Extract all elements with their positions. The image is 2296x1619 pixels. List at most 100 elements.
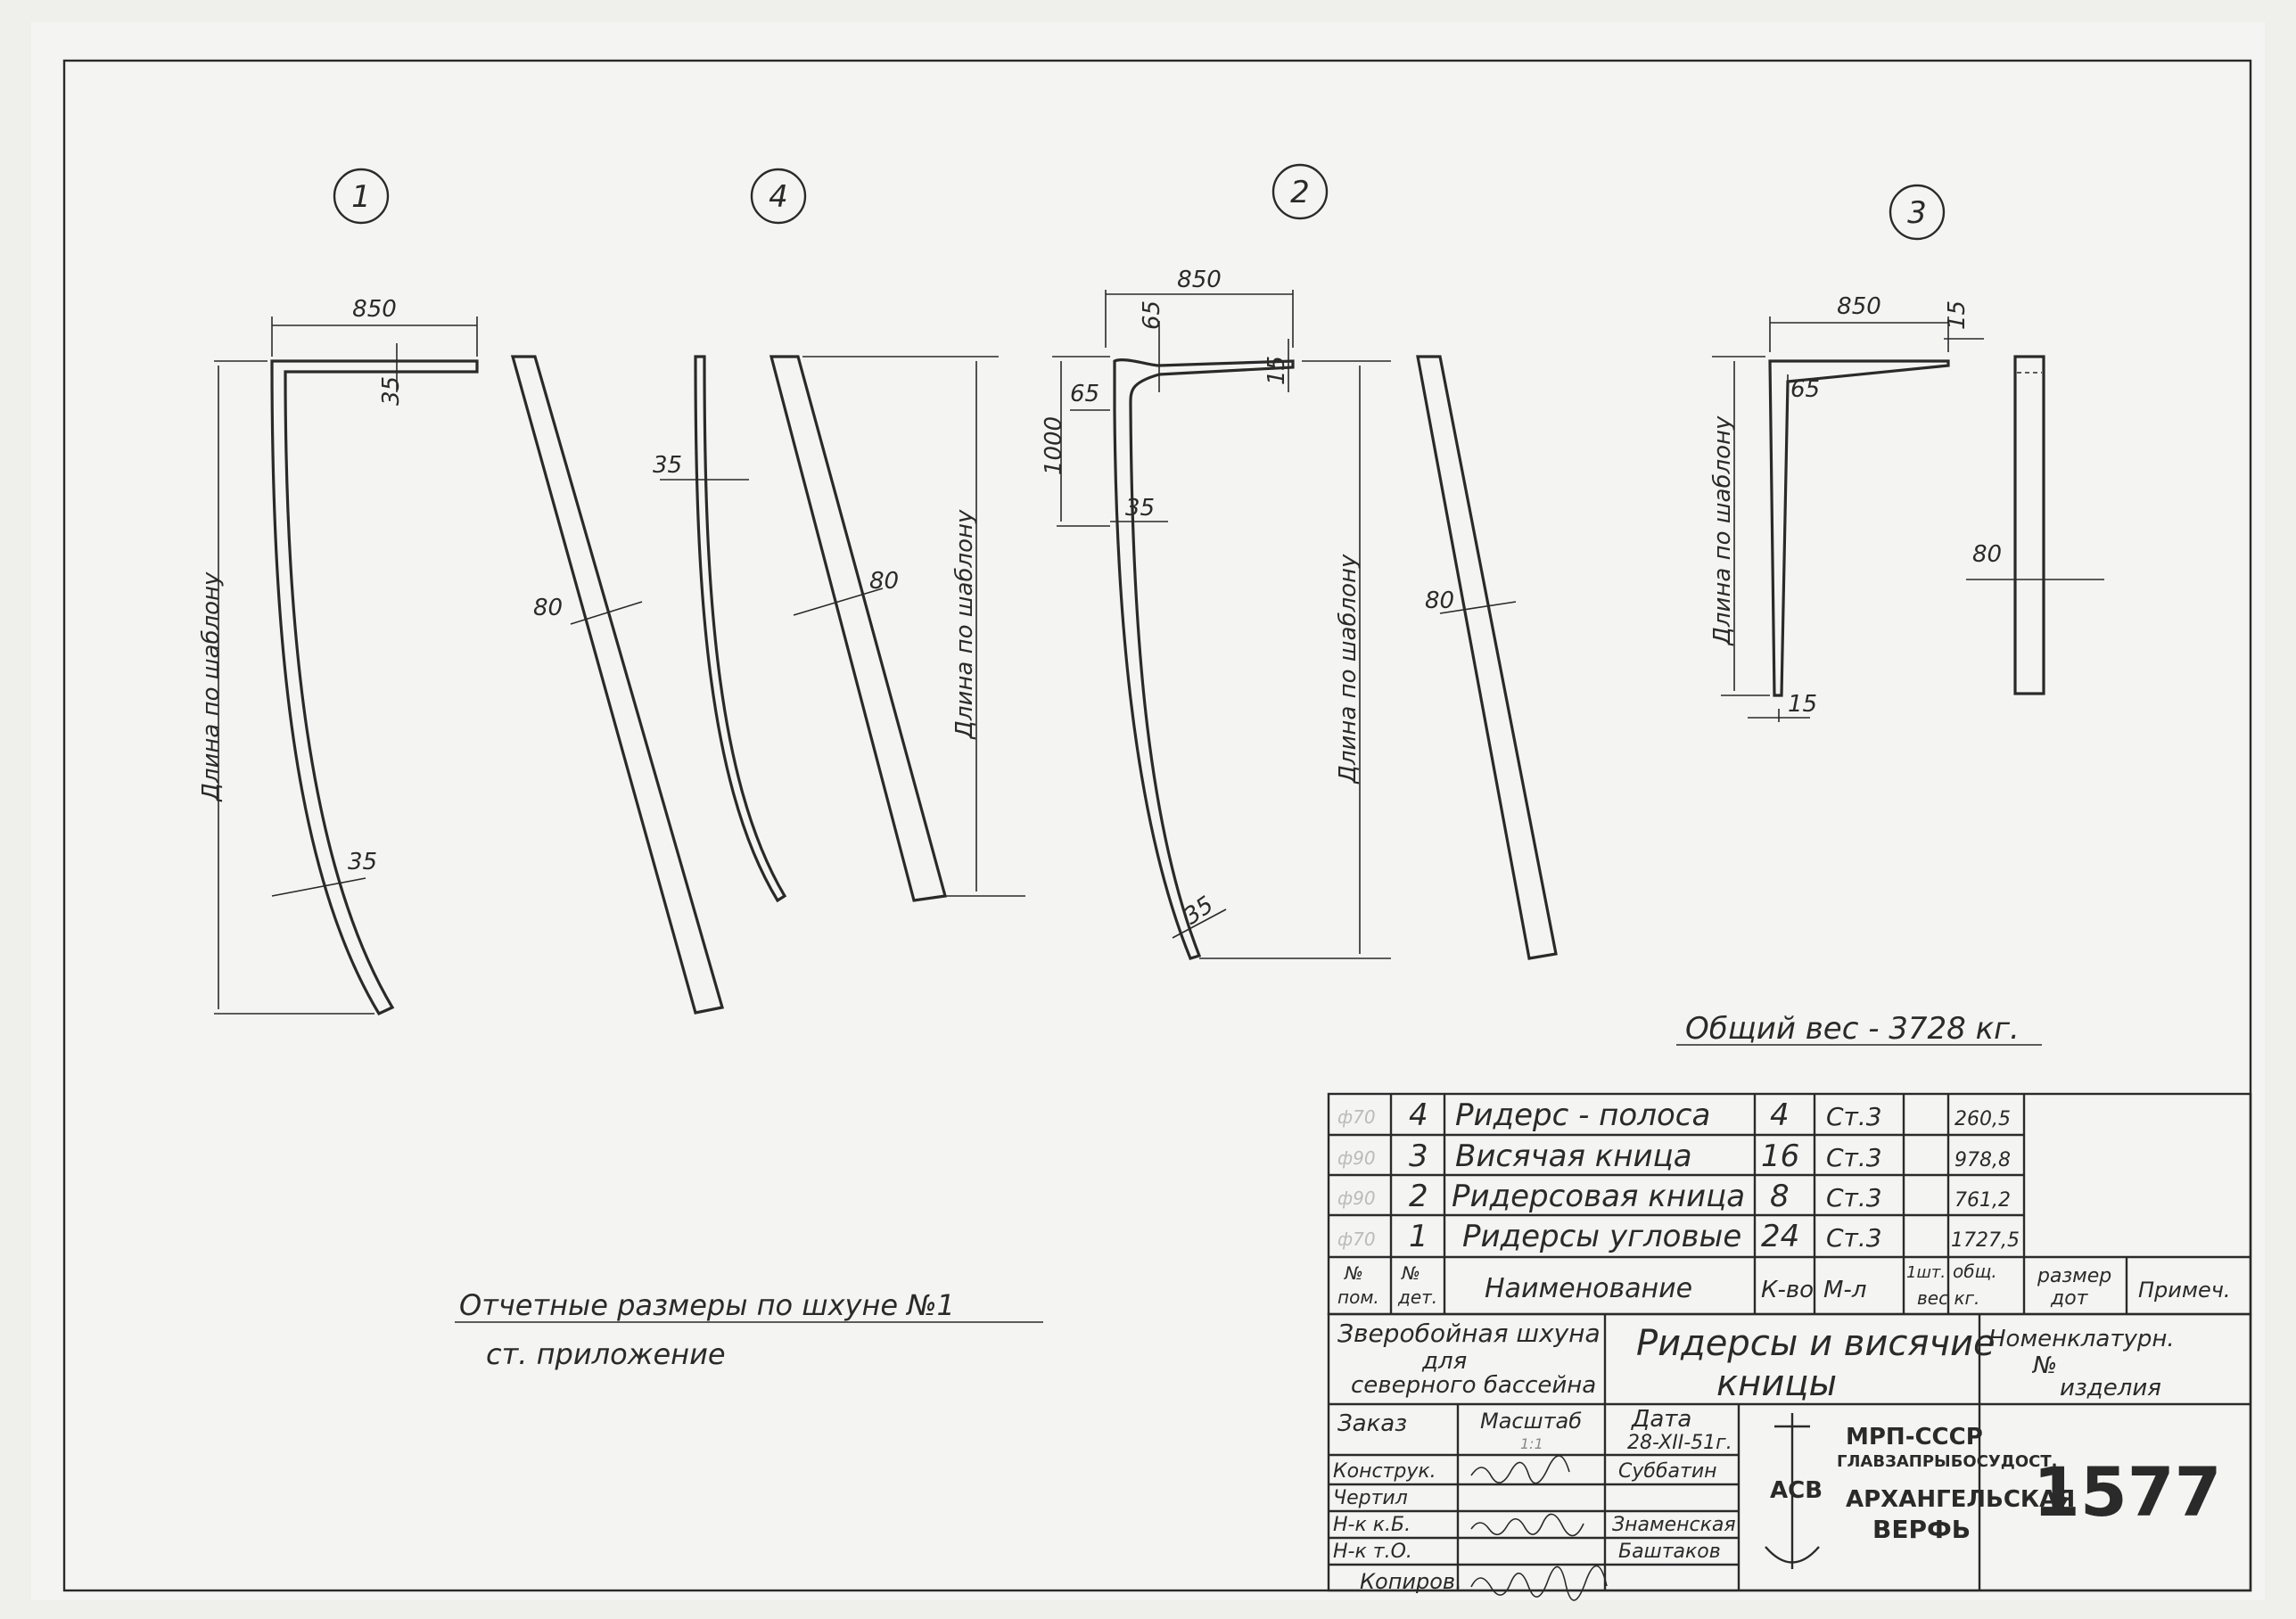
svg-text:35: 35 <box>1125 495 1155 522</box>
svg-text:Зверобойная шхуна: Зверобойная шхуна <box>1337 1319 1601 1348</box>
asv-logo: АСВ <box>1765 1413 1823 1569</box>
svg-text:Наименование: Наименование <box>1485 1273 1692 1304</box>
svg-text:2: 2 <box>1409 1179 1428 1214</box>
svg-text:ст. приложение: ст. приложение <box>486 1337 726 1371</box>
svg-text:8: 8 <box>1770 1179 1790 1214</box>
svg-text:Номенклатурн.: Номенклатурн. <box>1988 1326 2175 1352</box>
drawing-frame <box>62 59 2252 1592</box>
svg-text:Ст.3: Ст.3 <box>1826 1102 1882 1131</box>
svg-text:ф90: ф90 <box>1337 1188 1376 1209</box>
part-2-profile: 850 65 65 1000 15 35 35 Длина по шаблону <box>1041 267 1391 960</box>
part-1-profile: 850 35 Длина по шаблону 35 <box>198 296 479 1016</box>
scale-value: 1:1 <box>1520 1435 1543 1452</box>
svg-text:3: 3 <box>1907 195 1927 231</box>
date-label: Дата <box>1631 1406 1691 1433</box>
svg-text:северного бассейна: северного бассейна <box>1351 1372 1596 1399</box>
svg-text:15: 15 <box>1263 356 1290 385</box>
svg-text:Длина по шаблону: Длина по шаблону <box>1335 554 1362 784</box>
svg-text:4: 4 <box>1409 1097 1428 1133</box>
signature-roles: Конструк. Чертил Н-к к.Б. Н-к т.О. <box>1333 1460 1436 1563</box>
order-label: Заказ <box>1337 1410 1407 1437</box>
svg-text:№: № <box>2031 1352 2057 1379</box>
svg-text:Ст.3: Ст.3 <box>1826 1223 1882 1253</box>
svg-text:Ридерсы и висячие: Ридерсы и висячие <box>1636 1323 1996 1364</box>
table-header: № пом. № дет. Наименование К-во М-л 1шт.… <box>1337 1261 2231 1310</box>
svg-text:1шт.: 1шт. <box>1906 1263 1946 1282</box>
svg-text:35: 35 <box>348 849 377 875</box>
svg-text:35: 35 <box>653 452 682 479</box>
drawing-number: 1577 <box>2033 1452 2222 1532</box>
svg-text:для: для <box>1421 1348 1467 1375</box>
parts-table <box>1327 1092 2252 1316</box>
svg-text:МРП-СССР: МРП-СССР <box>1846 1424 1983 1451</box>
svg-text:дет.: дет. <box>1397 1286 1437 1308</box>
svg-text:24: 24 <box>1761 1219 1799 1254</box>
date-value: 28-XII-51г. <box>1627 1432 1732 1454</box>
svg-text:ВЕРФЬ: ВЕРФЬ <box>1872 1515 1971 1544</box>
table-row: ф90 2 Ридерсовая кница 8 Ст.3 761,2 <box>1337 1179 2011 1214</box>
svg-text:Конструк.: Конструк. <box>1333 1460 1436 1483</box>
svg-text:1000: 1000 <box>1041 416 1067 475</box>
svg-text:978,8: 978,8 <box>1954 1149 2011 1171</box>
svg-text:размер: размер <box>2037 1265 2111 1287</box>
svg-text:Ст.3: Ст.3 <box>1826 1143 1882 1172</box>
part-4-plate: 80 Длина по шаблону <box>769 355 1025 902</box>
svg-text:Суббатин: Суббатин <box>1618 1460 1717 1483</box>
part-label-4: 4 <box>750 168 807 225</box>
svg-text:Отчетные размеры по шхуне №1: Отчетные размеры по шхуне №1 <box>459 1288 955 1322</box>
svg-text:4: 4 <box>1770 1097 1790 1133</box>
svg-text:850: 850 <box>1837 293 1881 320</box>
part-1-plate: 80 <box>510 355 725 1015</box>
svg-text:35: 35 <box>378 376 405 406</box>
copied-by: Копиров. <box>1360 1565 1608 1601</box>
svg-text:65: 65 <box>1070 381 1099 407</box>
svg-text:ф70: ф70 <box>1337 1106 1376 1128</box>
svg-text:вес кг.: вес кг. <box>1917 1287 1979 1309</box>
svg-text:Чертил: Чертил <box>1333 1487 1408 1509</box>
table-row: ф70 4 Ридерс - полоса 4 Ст.3 260,5 <box>1337 1097 2011 1133</box>
svg-text:Знаменская: Знаменская <box>1612 1514 1736 1536</box>
svg-text:дот: дот <box>2050 1287 2089 1310</box>
organization-stamp: МРП-СССР ГЛАВЗАПРЫБОСУДОСТ. АРХАНГЕЛЬСКА… <box>1837 1424 2075 1544</box>
svg-text:80: 80 <box>869 568 899 595</box>
part-label-2: 2 <box>1271 163 1329 220</box>
svg-text:Ридерс - полоса: Ридерс - полоса <box>1455 1097 1710 1133</box>
svg-text:Висячая кница: Висячая кница <box>1455 1138 1692 1174</box>
title-block <box>1327 1312 2252 1592</box>
svg-text:№: № <box>1401 1262 1420 1284</box>
svg-text:ф90: ф90 <box>1337 1147 1376 1169</box>
svg-text:850: 850 <box>352 296 397 323</box>
svg-text:80: 80 <box>533 595 563 621</box>
svg-text:кницы: кницы <box>1716 1363 1837 1404</box>
svg-text:Копиров.: Копиров. <box>1360 1569 1462 1594</box>
part-2-plate: 80 <box>1416 355 1558 960</box>
svg-text:850: 850 <box>1177 267 1222 293</box>
report-note: Отчетные размеры по шхуне №1 ст. приложе… <box>455 1288 1043 1371</box>
handwritten-signatures <box>1470 1455 1584 1537</box>
svg-text:16: 16 <box>1761 1138 1799 1174</box>
svg-text:Баштаков: Баштаков <box>1618 1541 1721 1563</box>
part-label-3: 3 <box>1889 184 1946 241</box>
svg-text:Общий вес - 3728 кг.: Общий вес - 3728 кг. <box>1685 1011 2020 1047</box>
svg-text:Длина по шаблону: Длина по шаблону <box>198 571 225 801</box>
svg-text:пом.: пом. <box>1337 1286 1379 1308</box>
svg-text:15: 15 <box>1944 300 1971 330</box>
part-4-profile: 35 <box>653 355 787 903</box>
svg-text:ГЛАВЗАПРЫБОСУДОСТ.: ГЛАВЗАПРЫБОСУДОСТ. <box>1837 1452 2057 1471</box>
svg-text:изделия: изделия <box>2060 1375 2161 1401</box>
svg-text:Длина по шаблону: Длина по шаблону <box>1709 415 1736 645</box>
svg-text:Н-к т.О.: Н-к т.О. <box>1333 1541 1412 1563</box>
part-label-1: 1 <box>333 168 390 225</box>
svg-text:Примеч.: Примеч. <box>2138 1278 2231 1303</box>
svg-text:Ст.3: Ст.3 <box>1826 1183 1882 1212</box>
drawing-title: Ридерсы и висячие кницы <box>1636 1323 1996 1404</box>
svg-text:АРХАНГЕЛЬСКАЯ: АРХАНГЕЛЬСКАЯ <box>1846 1486 2075 1513</box>
svg-text:65: 65 <box>1790 376 1820 403</box>
signature-names: Суббатин Знаменская Баштаков <box>1612 1460 1736 1563</box>
svg-text:4: 4 <box>769 179 788 215</box>
part-3-profile: 850 15 65 15 Длина по шаблону <box>1709 293 1984 722</box>
table-row: ф70 1 Ридерсы угловые 24 Ст.3 1727,5 <box>1337 1219 2020 1254</box>
svg-text:Ридерсовая кница: Ридерсовая кница <box>1452 1179 1745 1214</box>
table-row: ф90 3 Висячая кница 16 Ст.3 978,8 <box>1337 1138 2011 1174</box>
